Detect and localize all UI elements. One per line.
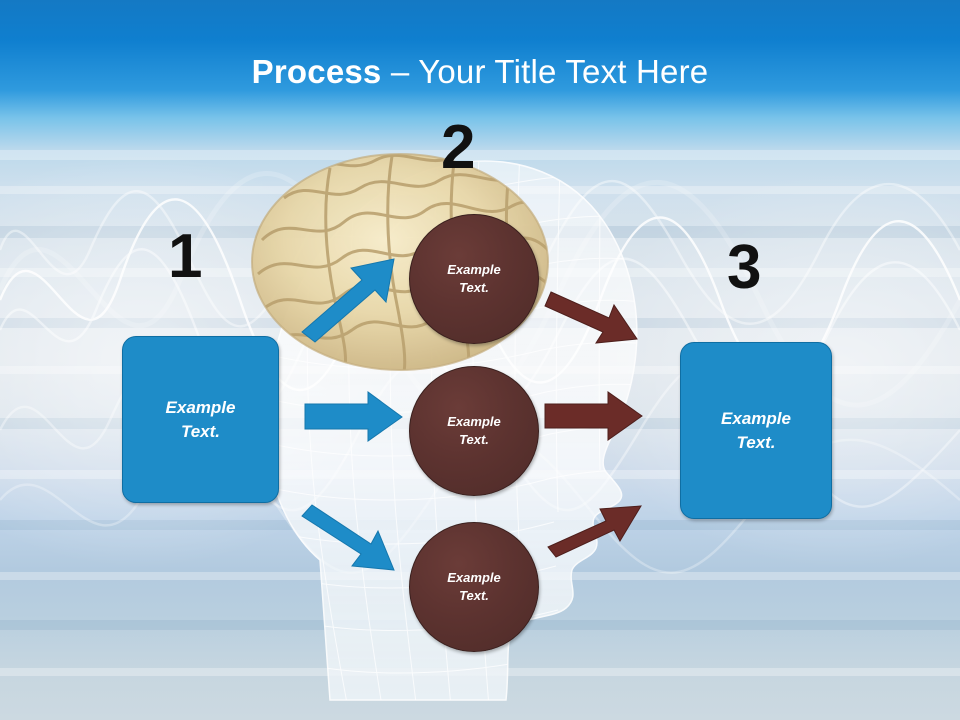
process-circle-1-label-line1: Example (447, 262, 501, 277)
title-strong: Process (251, 53, 382, 90)
process-circle-3-label-line1: Example (447, 570, 501, 585)
page-title: Process – Your Title Text Here (0, 52, 960, 92)
step-number-3: 3 (727, 233, 762, 302)
background-band (0, 150, 960, 160)
process-circle-3-label: Example Text. (447, 569, 500, 605)
process-circle-2[interactable]: Example Text. (409, 366, 539, 496)
step-number-2: 2 (441, 113, 476, 182)
process-circle-1-label-line2: Text. (459, 280, 489, 295)
process-circle-3[interactable]: Example Text. (409, 522, 539, 652)
process-circle-1[interactable]: Example Text. (409, 214, 539, 344)
step-number-1: 1 (168, 222, 203, 291)
output-box-label-line2: Text. (736, 432, 776, 452)
process-circle-2-label-line2: Text. (459, 432, 489, 447)
process-circle-2-label: Example Text. (447, 413, 500, 449)
output-box[interactable]: Example Text. (680, 342, 832, 519)
input-box-label-line1: Example (165, 397, 236, 417)
input-box-label-line2: Text. (180, 421, 221, 441)
output-box-label: Example Text. (721, 407, 791, 455)
input-box[interactable]: Example Text. (122, 336, 279, 503)
title-light: Your Title Text Here (418, 53, 709, 90)
process-circle-1-label: Example Text. (447, 261, 500, 297)
title-separator: – (381, 53, 419, 90)
input-box-label: Example Text. (166, 396, 236, 444)
process-circle-3-label-line2: Text. (459, 588, 489, 603)
process-circle-2-label-line1: Example (447, 414, 501, 429)
output-box-label-line1: Example (721, 408, 791, 428)
